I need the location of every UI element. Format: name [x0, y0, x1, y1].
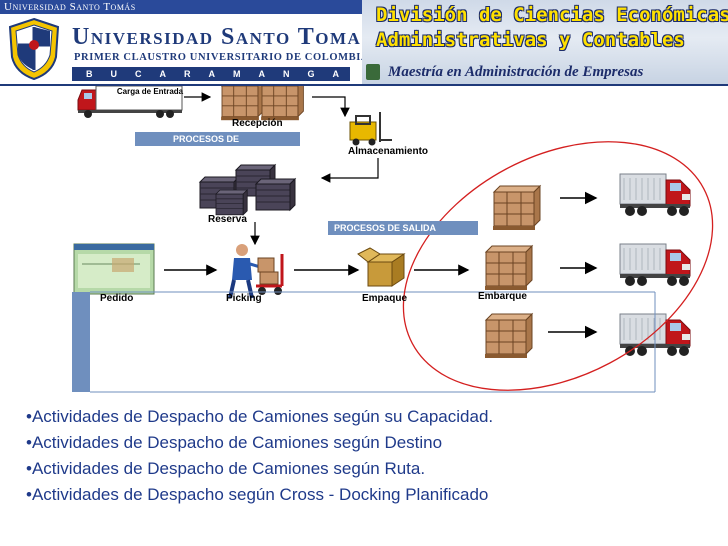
list-item-text: Actividades de Despacho de Camiones segú…	[31, 433, 443, 452]
diagram-graphics	[72, 86, 714, 393]
incoming-truck-icon	[77, 86, 183, 118]
university-top-bar: Universidad Santo Tomás	[0, 0, 362, 14]
list-item-text: Actividades de Despacho de Camiones segú…	[31, 459, 426, 478]
program-emblem-icon	[366, 64, 380, 80]
division-title-line2: Administrativas y Contables	[376, 29, 685, 51]
process-base-band	[72, 292, 90, 392]
order-screen-icon	[73, 243, 155, 295]
shipping-pallets-icon	[484, 185, 541, 359]
list-item: •Actividades de Despacho de Camiones seg…	[26, 459, 426, 478]
university-top-bar-text: Universidad Santo Tomás	[4, 1, 136, 13]
program-title: Maestría en Administración de Empresas	[388, 64, 644, 80]
reception-label: Recepción	[232, 118, 283, 129]
arrow-to-reserve	[320, 158, 379, 183]
picking-worker-icon	[228, 244, 284, 299]
university-name: Universidad Santo Tomas	[72, 24, 373, 50]
packing-box-icon	[357, 247, 406, 287]
list-item: •Actividades de Despacho de Camiones seg…	[26, 407, 494, 426]
dispatch-activities-list: •Actividades de Despacho de Camiones seg…	[26, 404, 726, 508]
outgoing-truck-1-icon	[619, 173, 691, 217]
incoming-truck-label: Carga de Entrada	[116, 87, 184, 96]
picking-label: Picking	[226, 293, 262, 304]
arrow-to-storage	[312, 96, 350, 118]
division-title-line1: División de Ciencias Económicas	[376, 4, 728, 26]
reserve-label: Reserva	[208, 214, 247, 225]
university-subtitle: PRIMER CLAUSTRO UNIVERSITARIO DE COLOMBI…	[74, 52, 370, 63]
list-item: •Actividades de Despacho según Cross - D…	[26, 485, 489, 504]
university-header: Universidad Santo Tomás Universidad Sant…	[0, 0, 371, 86]
shipping-highlight-ellipse	[402, 141, 714, 391]
university-crest-icon	[8, 17, 60, 81]
reception-pallets-icon	[220, 86, 304, 121]
logistics-process-diagram: Carga de Entrada Recepción PROCESOS DE A…	[0, 86, 728, 406]
forklift-icon	[349, 112, 392, 146]
list-item-text: Actividades de Despacho según Cross - Do…	[31, 485, 489, 504]
list-item-text: Actividades de Despacho de Camiones segú…	[31, 407, 494, 426]
outgoing-truck-2-icon	[619, 243, 691, 287]
packing-label: Empaque	[362, 293, 408, 304]
division-header: División de Ciencias Económicas Administ…	[362, 0, 728, 86]
outbound-process-band: PROCESOS DE SALIDA	[328, 221, 478, 235]
reserve-pallets-icon	[199, 164, 296, 216]
inbound-process-band: PROCESOS DE	[135, 132, 300, 146]
university-city: BUCARAMANGA	[72, 67, 350, 81]
shipping-label: Embarque	[478, 291, 527, 302]
storage-label: Almacenamiento	[348, 146, 429, 157]
list-item: •Actividades de Despacho de Camiones seg…	[26, 433, 443, 452]
order-label: Pedido	[100, 293, 134, 304]
